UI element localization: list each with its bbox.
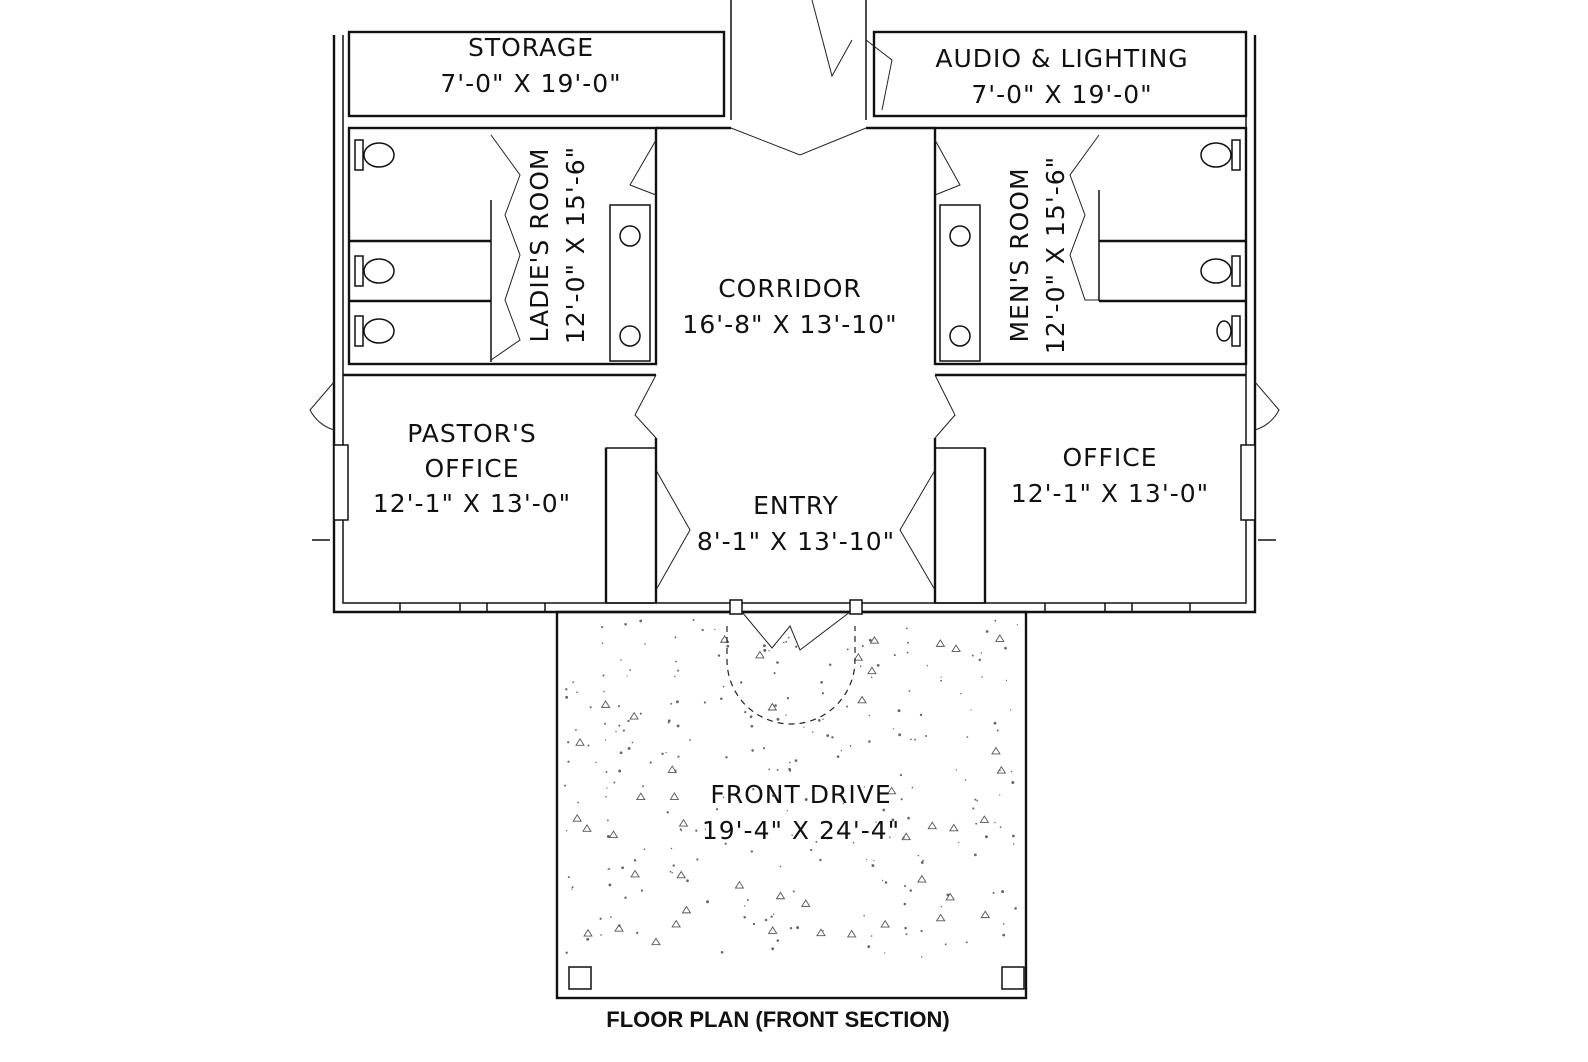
pastors-office-label-line1: PASTOR'S [407, 419, 537, 448]
corridor-size: 16'-8" X 13'-10" [682, 310, 897, 339]
entry-label: ENTRY [753, 491, 839, 520]
mens-room-label: MEN'S ROOM [1005, 167, 1034, 342]
corridor-walls [343, 126, 1246, 651]
office-label: OFFICE [1062, 443, 1157, 472]
ladies-room-label: LADIE'S ROOM [525, 147, 554, 342]
entry-size: 8'-1" X 13'-10" [697, 527, 895, 556]
mens-room-size: 12'-0" X 15'-6" [1041, 156, 1070, 354]
office-size: 12'-1" X 13'-0" [1011, 479, 1209, 508]
front-drive-label: FRONT DRIVE [710, 780, 891, 809]
storage-label: STORAGE [468, 33, 594, 62]
audio-lighting-label: AUDIO & LIGHTING [935, 44, 1188, 73]
concrete-speckle [564, 618, 1019, 958]
restroom-walls [347, 126, 1248, 366]
audio-lighting-size: 7'-0" X 19'-0" [971, 80, 1152, 109]
plan-caption: FLOOR PLAN (FRONT SECTION) [606, 1007, 949, 1032]
corridor-label: CORRIDOR [718, 274, 862, 303]
top-rooms [347, 0, 1248, 120]
pastors-office-size: 12'-1" X 13'-0" [373, 489, 571, 518]
front-drive-size: 19'-4" X 24'-4" [702, 816, 900, 845]
ladies-room-size: 12'-0" X 15'-6" [561, 146, 590, 344]
storage-size: 7'-0" X 19'-0" [440, 69, 621, 98]
pastors-office-label-line2: OFFICE [424, 454, 519, 483]
